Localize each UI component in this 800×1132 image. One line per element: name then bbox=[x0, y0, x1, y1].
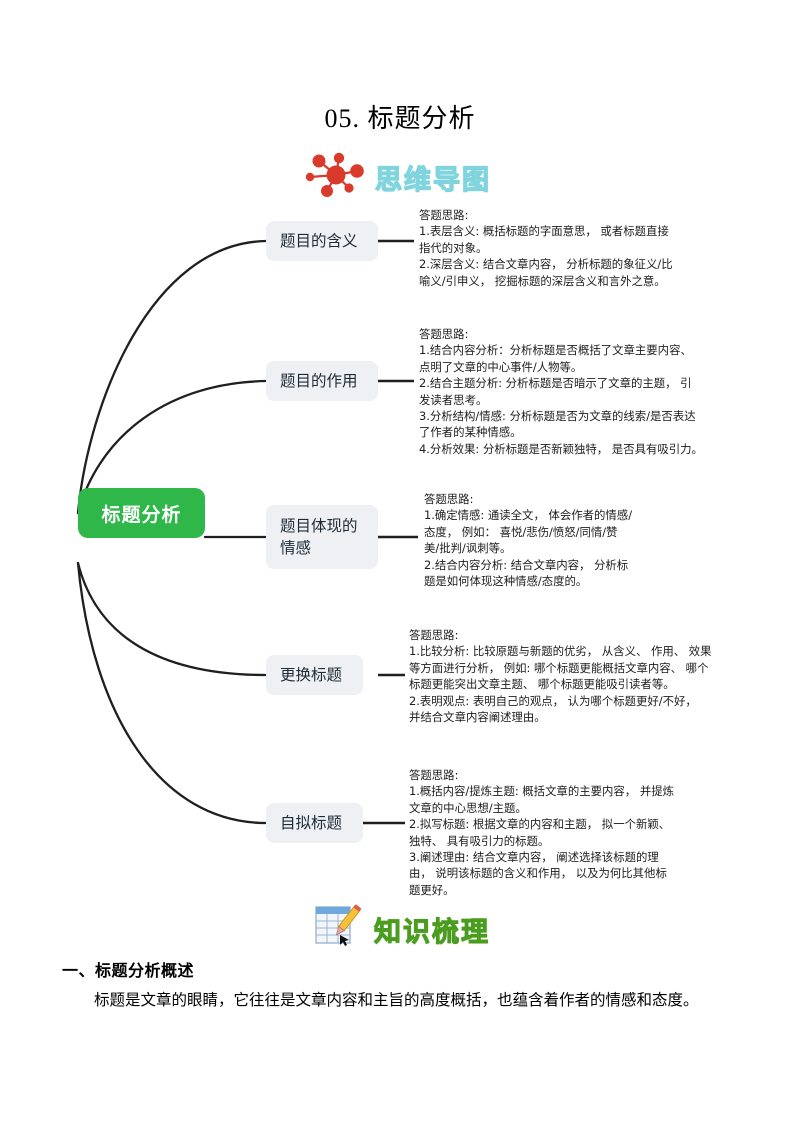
red-dot-cluster-icon bbox=[305, 152, 367, 203]
spreadsheet-pencil-icon bbox=[312, 903, 366, 956]
mindmap-detail-2: 答题思路: 1.结合内容分析：分析标题是否概括了文章主要内容、 点明了文章的中心… bbox=[419, 327, 703, 456]
mindmap-branch-node-3[interactable]: 题目体现的情感 bbox=[266, 505, 378, 569]
document-heading: 一、标题分析概述 bbox=[62, 963, 195, 980]
mindmap-branch-node-4[interactable]: 更换标题 bbox=[266, 655, 363, 695]
mindmap-connectors bbox=[76, 239, 418, 825]
knowledge-section-header: 知识梳理 bbox=[312, 903, 490, 956]
page-title: 05. 标题分析 bbox=[324, 104, 476, 133]
mindmap-branch-label-2: 题目的作用 bbox=[280, 372, 358, 390]
mindmap-branch-node-5[interactable]: 自拟标题 bbox=[266, 803, 363, 843]
mindmap-section-header: 思维导图 bbox=[305, 152, 491, 203]
mindmap-detail-5: 答题思路: 1.概括内容/提炼主题: 概括文章的主要内容， 并提炼 文章的中心思… bbox=[409, 768, 674, 897]
mindmap-root-node[interactable]: 标题分析 bbox=[78, 488, 205, 538]
mindmap-branch-label-1: 题目的含义 bbox=[280, 232, 358, 250]
mindmap-branch-node-1[interactable]: 题目的含义 bbox=[266, 221, 378, 261]
mindmap-branch-label-3: 题目体现的情感 bbox=[280, 517, 358, 557]
mindmap-detail-1: 答题思路: 1.表层含义: 概括标题的字面意思， 或者标题直接 指代的对象。 2… bbox=[419, 208, 673, 288]
mindmap-branch-node-2[interactable]: 题目的作用 bbox=[266, 361, 378, 401]
mindmap-root-label: 标题分析 bbox=[101, 503, 182, 526]
mindmap-branch-label-4: 更换标题 bbox=[280, 666, 343, 684]
knowledge-section-label: 知识梳理 bbox=[374, 917, 490, 949]
mindmap-detail-3: 答题思路: 1.确定情感: 通读全文， 体会作者的情感/ 态度， 例如： 喜悦/… bbox=[424, 492, 633, 589]
mindmap-branch-label-5: 自拟标题 bbox=[280, 814, 343, 832]
mindmap-diagram: 标题分析 题目的含义 题目的作用 题目体现的情感 更换标题 自拟标题 答题思路:… bbox=[0, 195, 800, 897]
mindmap-section-label: 思维导图 bbox=[374, 164, 491, 196]
mindmap-detail-4: 答题思路: 1.比较分析: 比较原题与新题的优劣， 从含义、 作用、 效果 等方… bbox=[409, 628, 712, 725]
document-paragraph: 标题是文章的眼睛，它往往是文章内容和主旨的高度概括，也蕴含着作者的情感和态度。 bbox=[94, 992, 699, 1009]
